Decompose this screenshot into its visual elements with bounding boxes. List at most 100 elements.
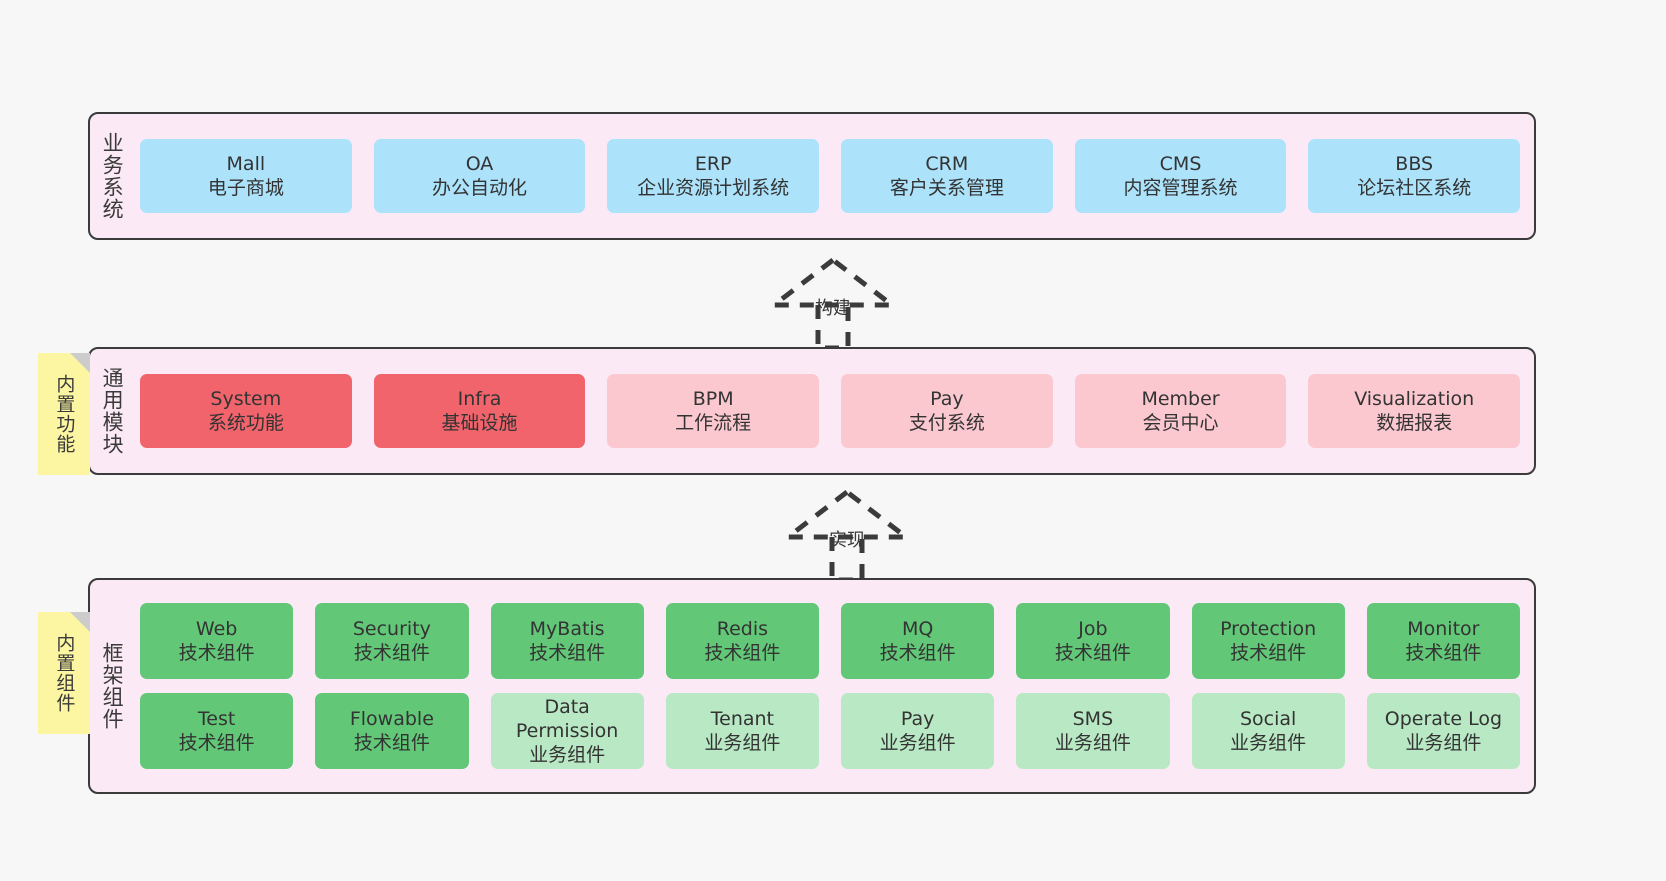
node-redis[interactable]: Redis 技术组件 [665, 603, 819, 679]
node-mybatis[interactable]: MyBatis 技术组件 [490, 603, 644, 679]
node-title-cn: 企业资源计划系统 [637, 177, 790, 199]
node-title-en: Member [1141, 387, 1220, 410]
node-row: Mall 电子商城 OA 办公自动化 ERP 企业资源计划系统 CRM 客户关系… [140, 139, 1521, 213]
layer-title-business-system: 业务系统 [100, 132, 125, 220]
node-tenant[interactable]: Tenant 业务组件 [665, 693, 819, 769]
node-title-cn: 技术组件 [1405, 642, 1482, 664]
node-monitor[interactable]: Monitor 技术组件 [1366, 603, 1520, 679]
node-title-cn: 技术组件 [353, 642, 430, 664]
node-title-en: Protection [1220, 617, 1317, 640]
node-title-cn: 业务组件 [704, 732, 781, 754]
node-title-cn: 电子商城 [207, 177, 284, 199]
node-bpm[interactable]: BPM 工作流程 [607, 374, 820, 448]
page-fold-icon [70, 353, 90, 373]
node-title-cn: 办公自动化 [432, 177, 528, 199]
node-operate-log[interactable]: Operate Log 业务组件 [1366, 693, 1520, 769]
arrow-implement: 实现 [772, 488, 922, 583]
node-data-permission[interactable]: Data Permission 业务组件 [490, 693, 644, 769]
node-title-en: Visualization [1354, 387, 1475, 410]
node-title-en: Data Permission [515, 695, 619, 742]
node-title-en: Social [1239, 707, 1297, 730]
node-title-cn: 数据报表 [1376, 412, 1453, 434]
node-title-cn: 业务组件 [879, 732, 956, 754]
node-title-cn: 技术组件 [1054, 642, 1131, 664]
node-pay[interactable]: Pay 支付系统 [841, 374, 1053, 448]
node-mq[interactable]: MQ 技术组件 [841, 603, 995, 679]
node-pay-component[interactable]: Pay 业务组件 [841, 693, 995, 769]
sticky-note-label: 内置组件 [53, 633, 76, 713]
node-title-cn: 系统功能 [207, 412, 284, 434]
page-fold-icon [70, 612, 90, 632]
node-title-en: ERP [694, 152, 732, 175]
node-title-cn: 业务组件 [529, 744, 606, 767]
layer-body-framework-components: Web 技术组件 Security 技术组件 MyBatis 技术组件 Redi… [134, 580, 1534, 792]
layer-body-business-system: Mall 电子商城 OA 办公自动化 ERP 企业资源计划系统 CRM 客户关系… [134, 114, 1534, 238]
node-crm[interactable]: CRM 客户关系管理 [841, 139, 1053, 213]
node-infra[interactable]: Infra 基础设施 [373, 374, 586, 448]
layer-title-common-modules: 通用模块 [100, 367, 125, 455]
node-title-cn: 技术组件 [879, 642, 956, 664]
node-title-en: Pay [900, 707, 935, 730]
node-cms[interactable]: CMS 内容管理系统 [1074, 139, 1287, 213]
sticky-note-label: 内置功能 [53, 374, 76, 454]
node-title-en: Test [197, 707, 236, 730]
node-row: System 系统功能 Infra 基础设施 BPM 工作流程 Pay 支付系统… [140, 374, 1521, 448]
node-title-en: OA [465, 152, 494, 175]
node-test[interactable]: Test 技术组件 [140, 693, 294, 769]
node-title-en: Tenant [710, 707, 774, 730]
layer-framework-components: 框架组件 Web 技术组件 Security 技术组件 MyBatis 技术组件… [88, 578, 1536, 794]
node-title-en: MQ [901, 617, 934, 640]
node-title-cn: 论坛社区系统 [1357, 177, 1472, 199]
node-title-en: Job [1078, 617, 1108, 640]
node-erp[interactable]: ERP 企业资源计划系统 [607, 139, 820, 213]
node-member[interactable]: Member 会员中心 [1074, 374, 1287, 448]
node-protection[interactable]: Protection 技术组件 [1191, 603, 1345, 679]
node-title-cn: 业务组件 [1054, 732, 1131, 754]
node-title-en: Security [352, 617, 431, 640]
node-flowable[interactable]: Flowable 技术组件 [315, 693, 469, 769]
node-title-cn: 会员中心 [1142, 412, 1219, 434]
node-security[interactable]: Security 技术组件 [315, 603, 469, 679]
node-title-cn: 技术组件 [178, 642, 255, 664]
node-title-cn: 支付系统 [908, 412, 985, 434]
node-job[interactable]: Job 技术组件 [1016, 603, 1170, 679]
arrow-build: 构建 [758, 256, 908, 351]
node-row: Test 技术组件 Flowable 技术组件 Data Permission … [140, 693, 1520, 769]
node-title-cn: 客户关系管理 [889, 177, 1004, 199]
node-title-cn: 技术组件 [529, 642, 606, 664]
sticky-note-builtin-functions: 内置功能 [38, 353, 90, 475]
node-sms[interactable]: SMS 业务组件 [1016, 693, 1170, 769]
node-title-en: Web [195, 617, 238, 640]
node-title-en: MyBatis [529, 617, 605, 640]
node-title-en: CMS [1159, 152, 1202, 175]
node-title-en: CRM [925, 152, 969, 175]
layer-business-system: 业务系统 Mall 电子商城 OA 办公自动化 ERP 企业资源计划系统 CRM… [88, 112, 1536, 240]
node-title-en: Operate Log [1384, 707, 1503, 730]
node-title-en: BBS [1395, 152, 1434, 175]
node-title-cn: 业务组件 [1230, 732, 1307, 754]
node-social[interactable]: Social 业务组件 [1191, 693, 1345, 769]
node-title-en: Redis [716, 617, 769, 640]
node-mall[interactable]: Mall 电子商城 [140, 139, 352, 213]
node-visualization[interactable]: Visualization 数据报表 [1308, 374, 1521, 448]
node-system[interactable]: System 系统功能 [140, 374, 352, 448]
node-title-en: Pay [930, 387, 964, 410]
node-title-cn: 基础设施 [441, 412, 518, 434]
layer-title-framework-components: 框架组件 [100, 642, 125, 730]
node-title-cn: 工作流程 [675, 412, 752, 434]
node-title-en: BPM [692, 387, 734, 410]
layer-common-modules: 通用模块 System 系统功能 Infra 基础设施 BPM 工作流程 Pay… [88, 347, 1536, 475]
node-title-en: Mall [226, 152, 266, 175]
node-title-cn: 技术组件 [1230, 642, 1307, 664]
node-web[interactable]: Web 技术组件 [140, 603, 294, 679]
node-title-en: System [210, 387, 282, 410]
layer-body-common-modules: System 系统功能 Infra 基础设施 BPM 工作流程 Pay 支付系统… [134, 349, 1534, 473]
node-title-cn: 内容管理系统 [1123, 177, 1238, 199]
node-title-en: Monitor [1407, 617, 1480, 640]
node-row: Web 技术组件 Security 技术组件 MyBatis 技术组件 Redi… [140, 603, 1520, 679]
node-title-cn: 技术组件 [353, 732, 430, 754]
node-bbs[interactable]: BBS 论坛社区系统 [1308, 139, 1521, 213]
node-title-cn: 技术组件 [178, 732, 255, 754]
node-title-en: Infra [457, 387, 502, 410]
node-oa[interactable]: OA 办公自动化 [373, 139, 586, 213]
